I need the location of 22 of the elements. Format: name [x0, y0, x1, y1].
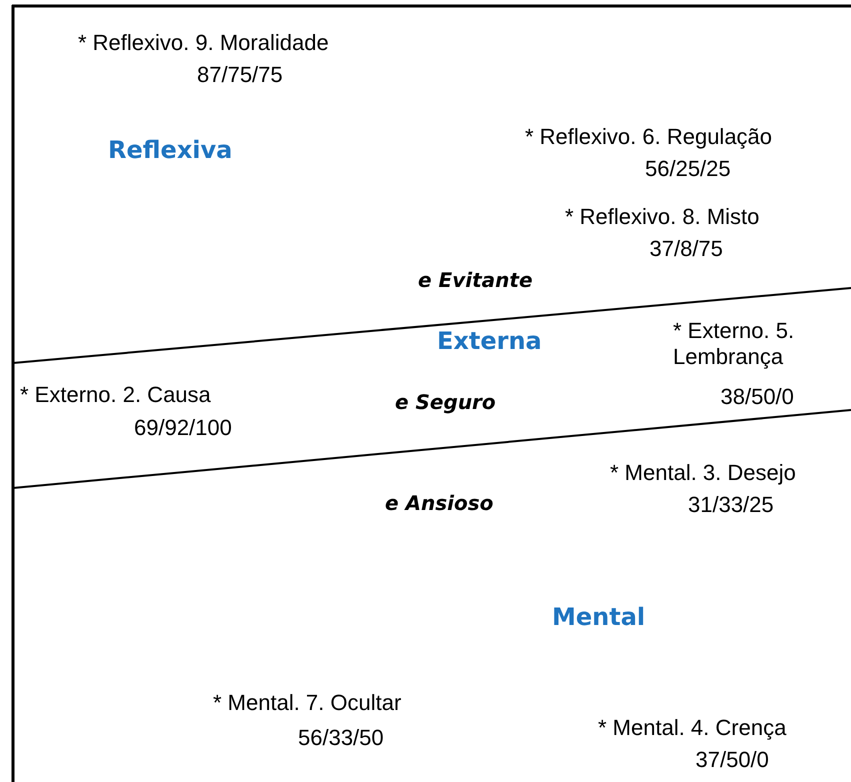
item-label: * Mental. 3. Desejo	[610, 460, 796, 486]
item-label: * Reflexivo. 8. Misto	[565, 204, 760, 230]
score-label: 37/8/75	[650, 236, 723, 262]
region-label: Externa	[437, 328, 542, 354]
region-label: Reflexiva	[108, 137, 232, 163]
item-label: * Externo. 5. Lembrança	[673, 318, 796, 370]
score-label: 56/25/25	[645, 156, 731, 182]
score-label: 37/50/0	[696, 747, 769, 773]
region-label: Mental	[552, 604, 646, 630]
score-label: 69/92/100	[134, 415, 232, 441]
score-label: 56/33/50	[298, 725, 384, 751]
style-label: e Evitante	[418, 267, 533, 293]
item-label: * Reflexivo. 9. Moralidade	[78, 30, 329, 56]
style-label: e Seguro	[395, 389, 496, 415]
style-label: e Ansioso	[385, 490, 494, 516]
item-label: * Reflexivo. 6. Regulação	[525, 124, 772, 150]
item-label: * Externo. 2. Causa	[20, 382, 211, 408]
score-label: 31/33/25	[688, 492, 774, 518]
score-label: 87/75/75	[197, 62, 283, 88]
score-label: 38/50/0	[720, 384, 794, 410]
item-label: * Mental. 7. Ocultar	[213, 690, 402, 716]
item-label: * Mental. 4. Crença	[598, 715, 786, 741]
